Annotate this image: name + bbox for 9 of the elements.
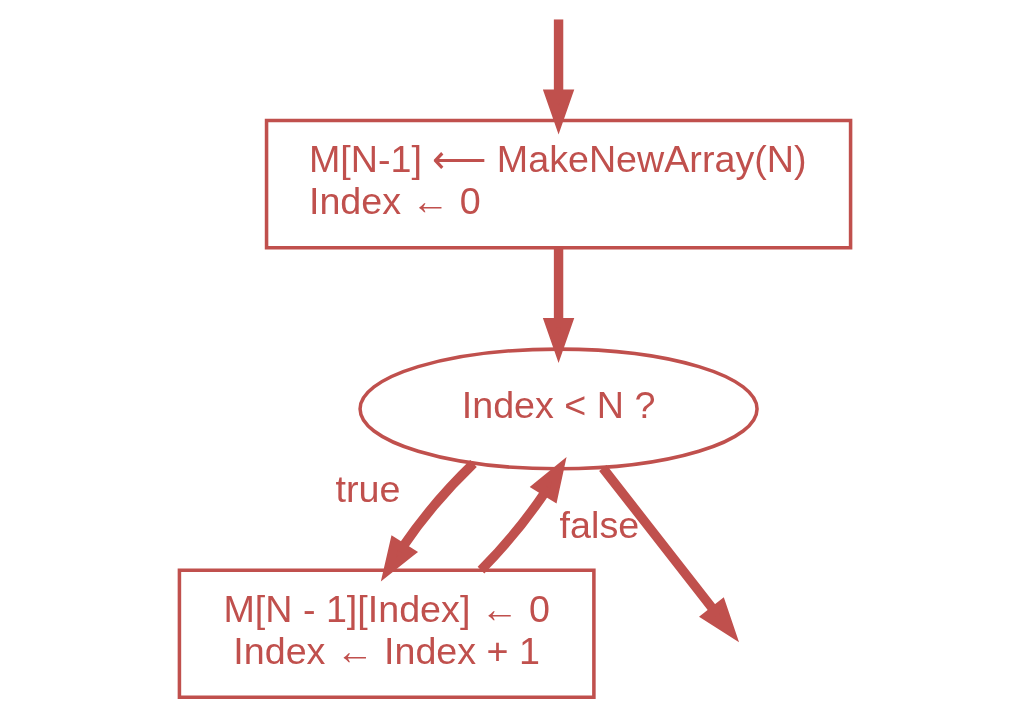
arrow (542, 247, 575, 363)
arrow (542, 19, 575, 135)
node-box: M[N-1] ⟵ MakeNewArray(N) Index ← 0 (264, 118, 853, 250)
arrow (477, 457, 567, 574)
edge-label: false (559, 503, 640, 546)
node-ellipse: Index < N ? (358, 347, 759, 471)
node-box: M[N - 1][Index] ← 0 Index ← Index + 1 (177, 568, 596, 700)
arrow (380, 460, 477, 582)
arrow (599, 465, 740, 643)
